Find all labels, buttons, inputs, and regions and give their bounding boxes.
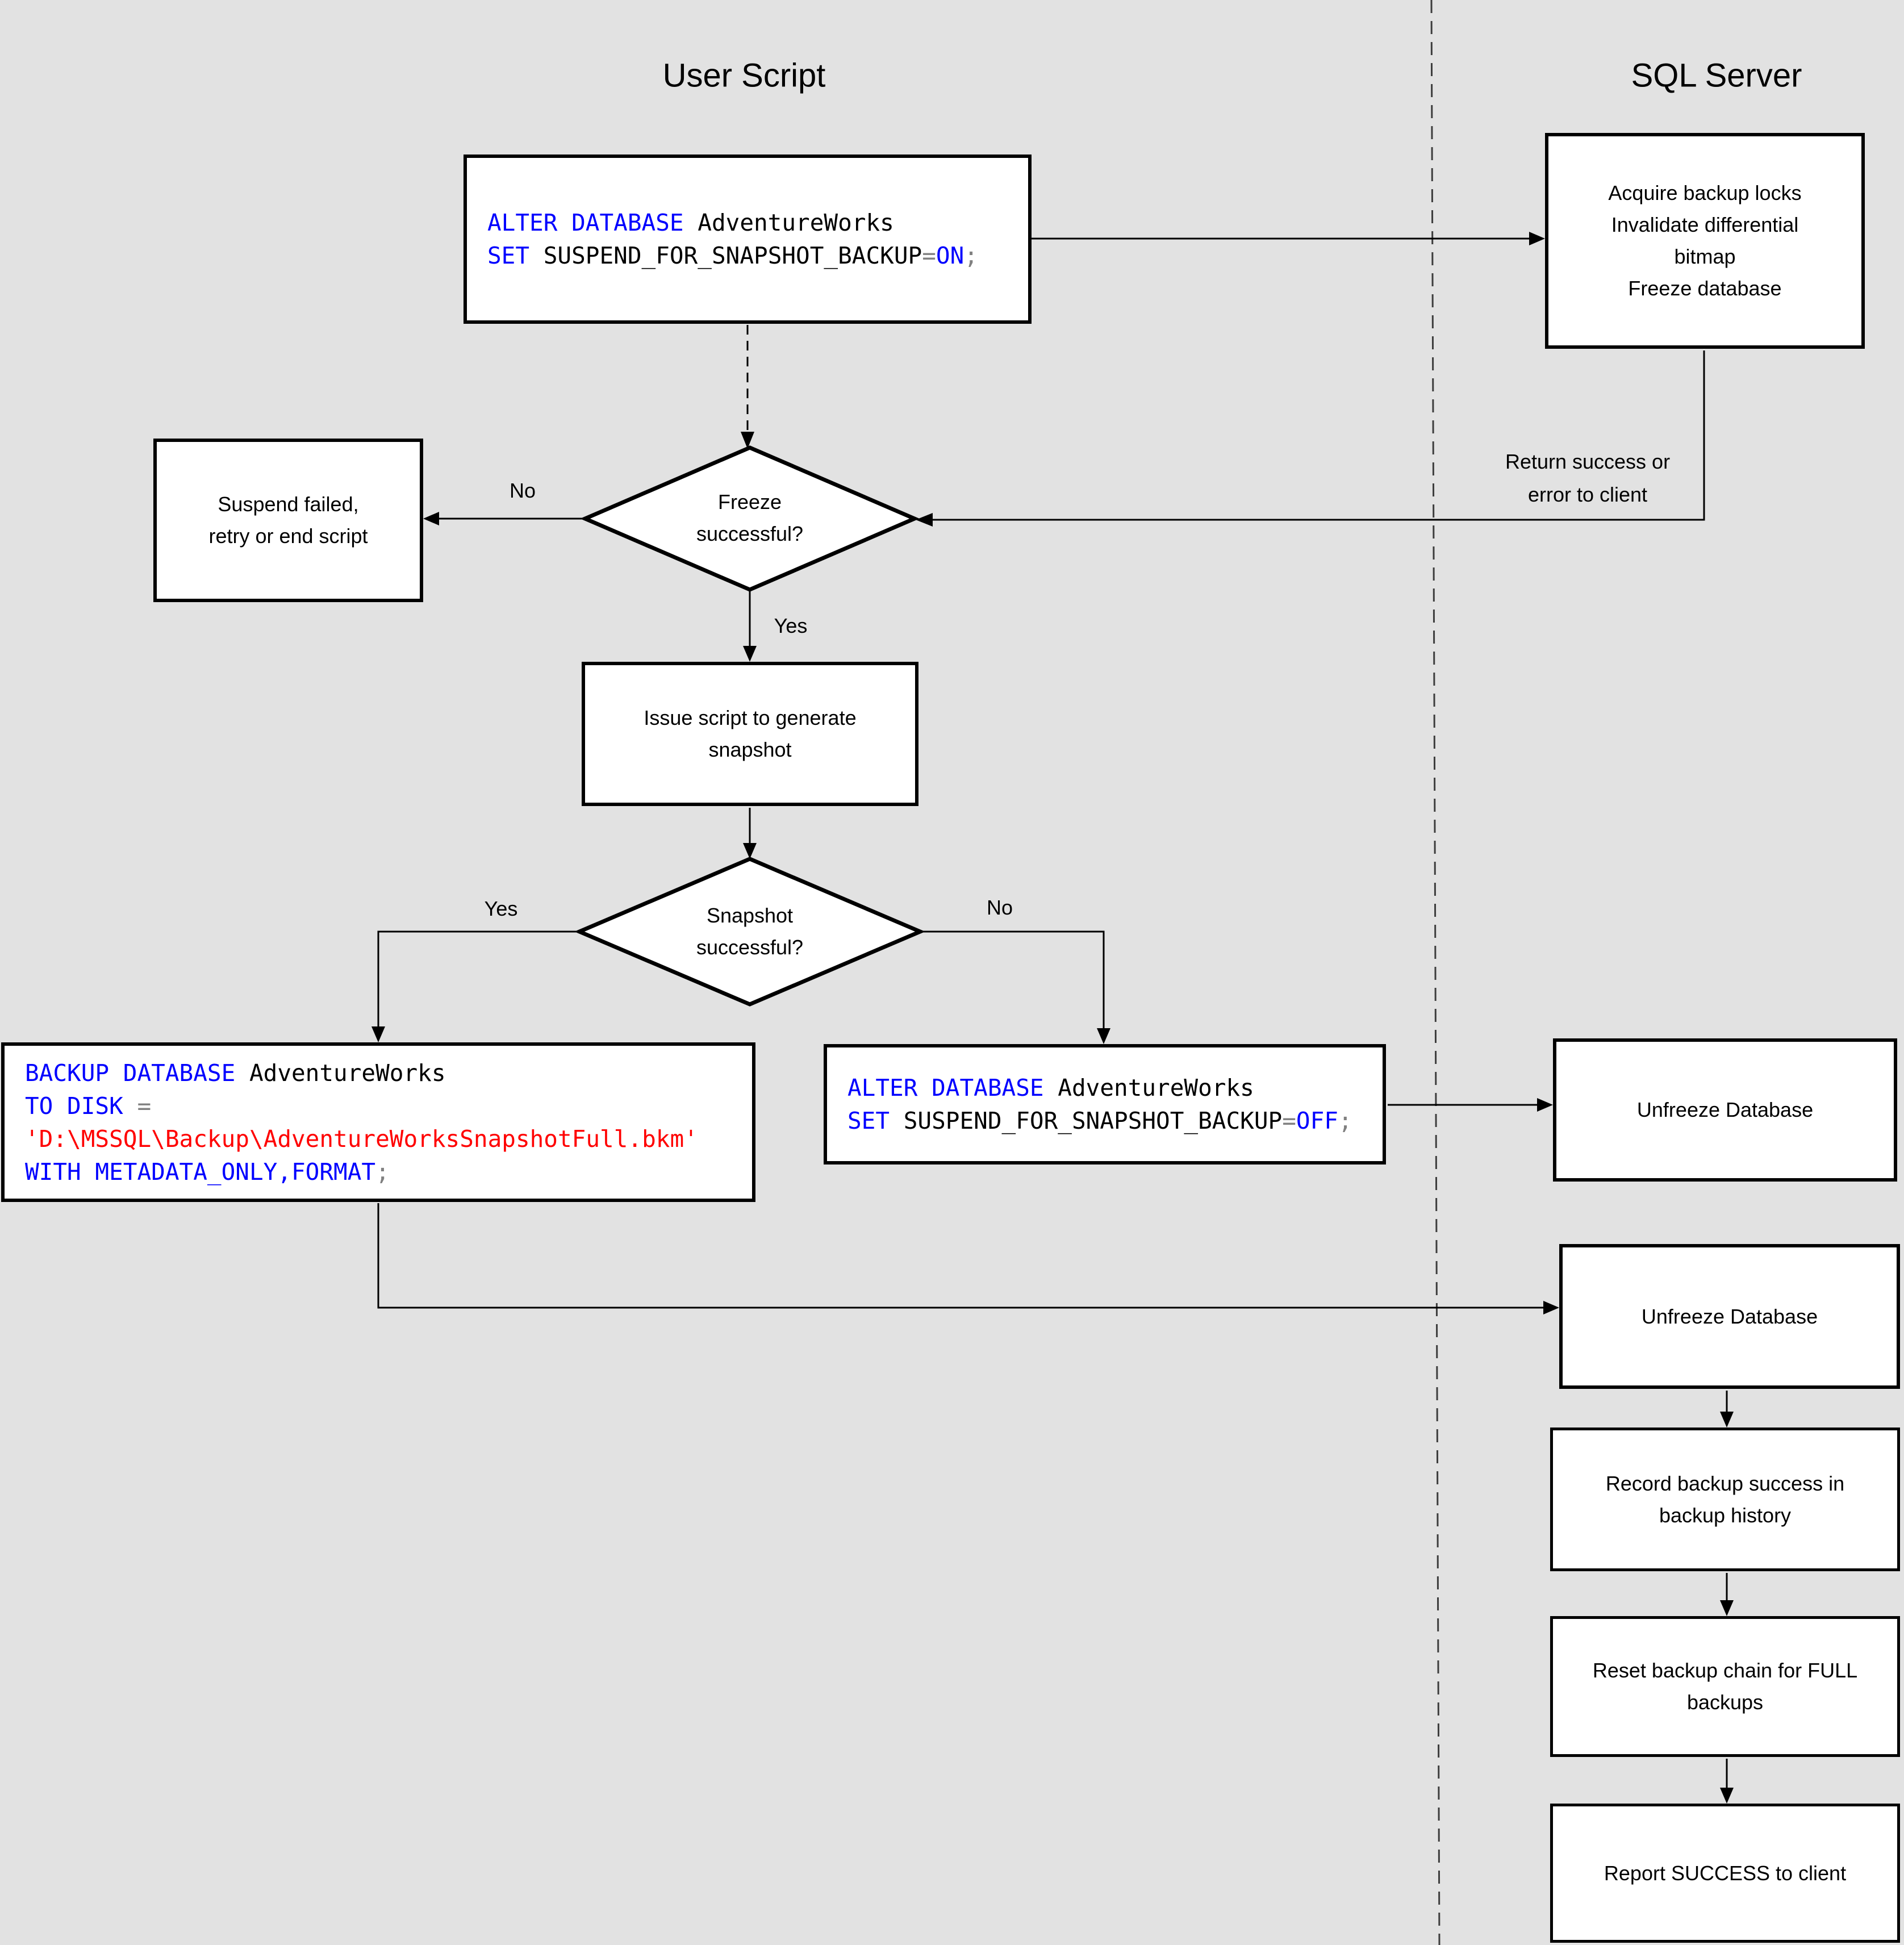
edge-backup-to-unfreeze2 [377, 1203, 1559, 1314]
edge-reset-to-report [1720, 1759, 1734, 1804]
box-text-line: Issue script to generate [644, 706, 857, 729]
sql-keyword: WITH METADATA_ONLY,FORMAT [25, 1158, 376, 1186]
diamond-text-line: Snapshot [706, 904, 794, 927]
sql-backup-metadata-box: BACKUP DATABASE AdventureWorks TO DISK =… [1, 1042, 755, 1202]
sql-operator: ; [375, 1158, 390, 1186]
code-line: 'D:\MSSQL\Backup\AdventureWorksSnapshotF… [25, 1122, 698, 1155]
edge-snapshot-yes-to-backup [371, 930, 579, 1042]
edge-issuescript-to-snapshot-decision [743, 808, 757, 859]
box-text-line: backups [1686, 1691, 1764, 1714]
box-text-line: retry or end script [208, 524, 368, 548]
edge-label-line: error to client [1527, 483, 1648, 506]
record-backup-history-box: Record backup success in backup history [1550, 1428, 1900, 1571]
snapshot-decision-label: Snapshot successful? [696, 900, 803, 963]
code-line: SET SUSPEND_FOR_SNAPSHOT_BACKUP=OFF; [847, 1104, 1352, 1137]
freeze-decision-diamond [580, 445, 920, 592]
suspend-failed-box: Suspend failed, retry or end script [153, 439, 423, 602]
reset-backup-chain-box: Reset backup chain for FULL backups [1550, 1616, 1900, 1757]
diamond-text-line: Freeze [717, 490, 782, 514]
edge-suspendon-to-freeze-decision [741, 325, 754, 449]
box-text-line: Unfreeze Database [1636, 1098, 1814, 1121]
snapshot-decision-diamond [574, 857, 925, 1007]
edge-suspendoff-to-unfreeze1 [1388, 1098, 1553, 1112]
diamond-text-line: successful? [696, 936, 804, 959]
sql-identifier: AdventureWorks [235, 1059, 446, 1087]
issue-script-box: Issue script to generate snapshot [582, 662, 918, 806]
edge-unfreeze2-to-record [1720, 1391, 1734, 1428]
code-line: BACKUP DATABASE AdventureWorks [25, 1057, 446, 1090]
box-text-line: Suspend failed, [218, 492, 359, 516]
box-text-line: Acquire backup locks [1608, 181, 1802, 204]
sql-identifier: AdventureWorks [1043, 1074, 1254, 1101]
code-line: WITH METADATA_ONLY,FORMAT; [25, 1155, 390, 1188]
swimlane-separator [1430, 0, 1440, 1945]
code-line: SET SUSPEND_FOR_SNAPSHOT_BACKUP=ON; [487, 239, 978, 272]
sql-operator: ; [964, 242, 978, 269]
sql-suspend-off-box: ALTER DATABASE AdventureWorks SET SUSPEN… [824, 1044, 1386, 1165]
edge-snapshot-no-to-suspendoff [920, 930, 1110, 1044]
snapshot-no-label: No [986, 896, 1013, 919]
sql-keyword: SET [847, 1107, 890, 1134]
edge-acquire-to-freeze-decision [916, 350, 1705, 527]
diamond-text-line: successful? [696, 522, 804, 545]
lane-title-sql-server: SQL Server [1631, 57, 1802, 94]
acquire-locks-box: Acquire backup locks Invalidate differen… [1545, 133, 1865, 349]
box-text-line: Freeze database [1628, 277, 1782, 300]
sql-operator: = [123, 1092, 152, 1120]
code-line: TO DISK = [25, 1090, 151, 1122]
sql-keyword: ALTER DATABASE [487, 209, 684, 236]
snapshot-yes-label: Yes [484, 897, 518, 920]
freeze-yes-label: Yes [774, 614, 808, 637]
edge-record-to-reset [1720, 1573, 1734, 1616]
box-text-line: Invalidate differential [1611, 213, 1799, 236]
return-success-label: Return success or error to client [1505, 445, 1670, 511]
sql-identifier: SUSPEND_FOR_SNAPSHOT_BACKUP [890, 1107, 1283, 1134]
sql-keyword: SET [487, 242, 530, 269]
edge-suspendon-to-acquire [1032, 232, 1545, 245]
sql-identifier: AdventureWorks [683, 209, 894, 236]
box-text-line: bitmap [1674, 245, 1736, 268]
unfreeze-database-2-box: Unfreeze Database [1559, 1244, 1900, 1389]
freeze-no-label: No [509, 479, 536, 502]
sql-operator: ; [1338, 1107, 1352, 1134]
box-text-line: backup history [1659, 1503, 1792, 1527]
sql-keyword: TO DISK [25, 1092, 123, 1120]
sql-operator: = [1282, 1107, 1296, 1134]
sql-keyword: BACKUP DATABASE [25, 1059, 236, 1087]
edge-label-line: Return success or [1505, 450, 1671, 473]
sql-keyword: ON [936, 242, 964, 269]
box-text-line: Record backup success in [1605, 1471, 1845, 1495]
sql-keyword: ALTER DATABASE [847, 1074, 1044, 1101]
unfreeze-database-1-box: Unfreeze Database [1553, 1038, 1897, 1182]
edge-freeze-no-to-suspendfailed [423, 512, 585, 525]
sql-operator: = [922, 242, 936, 269]
sql-string: 'D:\MSSQL\Backup\AdventureWorksSnapshotF… [25, 1125, 698, 1153]
box-text-line: Unfreeze Database [1641, 1304, 1818, 1328]
sql-suspend-on-box: ALTER DATABASE AdventureWorks SET SUSPEN… [464, 155, 1032, 324]
lane-title-user-script: User Script [662, 57, 826, 94]
code-line: ALTER DATABASE AdventureWorks [487, 206, 894, 239]
code-line: ALTER DATABASE AdventureWorks [847, 1071, 1254, 1104]
report-success-box: Report SUCCESS to client [1550, 1804, 1900, 1943]
sql-keyword: OFF [1296, 1107, 1338, 1134]
sql-identifier: SUSPEND_FOR_SNAPSHOT_BACKUP [529, 242, 922, 269]
box-text-line: Report SUCCESS to client [1604, 1861, 1847, 1885]
edge-freeze-yes-to-issuescript [743, 590, 757, 662]
box-text-line: snapshot [708, 738, 792, 761]
box-text-line: Reset backup chain for FULL [1592, 1659, 1858, 1682]
freeze-decision-label: Freeze successful? [696, 486, 803, 550]
